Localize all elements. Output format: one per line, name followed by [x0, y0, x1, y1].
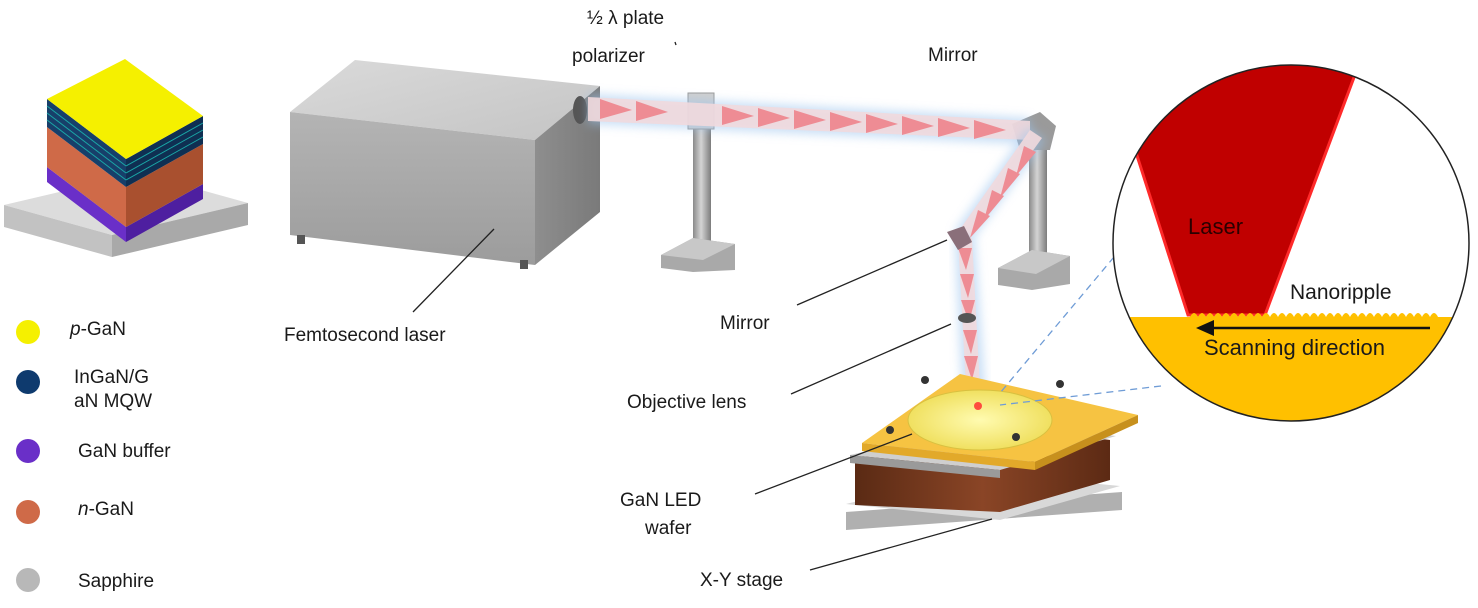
gan-buffer-side [126, 184, 203, 242]
top-mirror-mount [998, 112, 1070, 290]
mqw-stripes [46, 105, 204, 181]
p-gan-top [47, 59, 203, 159]
sapphire-front [4, 205, 112, 257]
legend-n-gan-prefix: n [78, 499, 89, 520]
gan-led-wafer [907, 389, 1053, 451]
objective-lens-label: Objective lens [627, 392, 747, 413]
wafer-label-line2: wafer [645, 518, 692, 539]
mid-mirror-label: Mirror [720, 313, 770, 334]
legend-sapphire: Sapphire [78, 571, 155, 592]
sapphire-swatch [16, 568, 40, 592]
led-chip-stack [4, 59, 248, 257]
legend-p-gan: p-GaN [70, 318, 126, 342]
legend-p-gan-prefix: p [70, 319, 81, 340]
gan-buffer-swatch [16, 439, 40, 463]
stage-label: X-Y stage [700, 570, 784, 591]
nanoripple-surface [1190, 313, 1438, 317]
legend-n-gan-label: -GaN [88, 499, 134, 520]
xy-stage [846, 374, 1138, 530]
femtosecond-laser-label: Femtosecond laser [284, 325, 446, 346]
laser-beam-path [588, 94, 1046, 408]
legend-mqw-line1: InGaN/G [74, 367, 149, 388]
legend-mqw-line2: aN MQW [74, 390, 153, 412]
legend-p-gan-label: -GaN [80, 319, 126, 340]
p-gan-swatch [16, 320, 40, 344]
n-gan-side [126, 144, 203, 227]
n-gan-front [47, 127, 126, 227]
wafer-label-line1: GaN LED [620, 490, 702, 511]
laser-aperture [573, 96, 587, 124]
objective-lens-optic [958, 313, 976, 323]
inset-magnified-view [1112, 64, 1470, 422]
inset-laser-label: Laser [1188, 214, 1244, 239]
leader-lines [412, 41, 1162, 571]
n-gan-swatch [16, 500, 40, 524]
polarizer-label: polarizer [572, 46, 645, 67]
inset-scanning-direction-label: Scanning direction [1204, 335, 1386, 360]
top-mirror-label: Mirror [928, 45, 978, 66]
half-wave-plate-label: ½ λ plate [587, 8, 665, 29]
sapphire-side [112, 203, 248, 257]
inset-nanoripple-label: Nanoripple [1290, 281, 1392, 304]
mqw-swatch [16, 370, 40, 394]
gan-buffer-front [47, 167, 126, 242]
mid-mirror-optic [947, 226, 972, 250]
legend-n-gan: n-GaN [78, 498, 134, 522]
legend-gan-buffer: GaN buffer [78, 441, 171, 462]
femtosecond-laser-box [290, 60, 600, 269]
